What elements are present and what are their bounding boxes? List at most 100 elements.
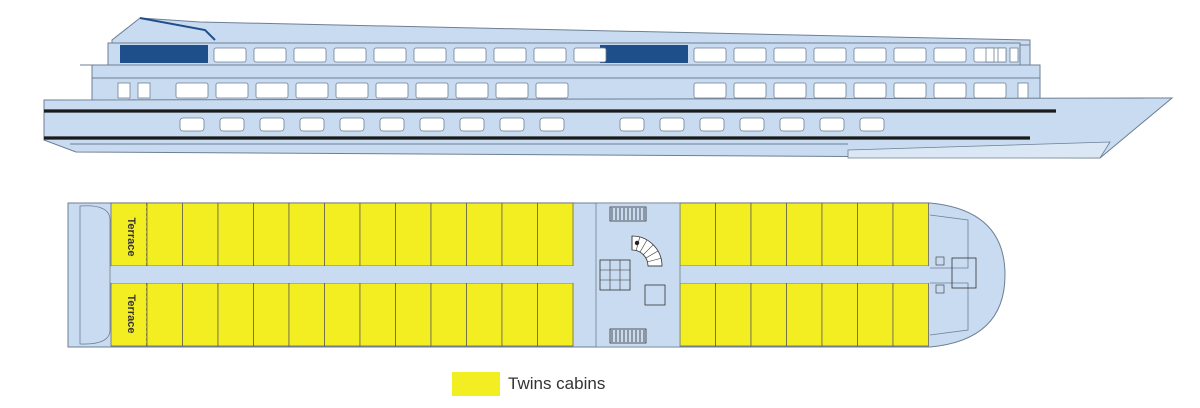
upper-deck-window — [533, 47, 567, 63]
twin-cabin — [857, 282, 894, 347]
middle-deck-window-small — [117, 82, 131, 99]
terrace-upper — [110, 202, 148, 267]
upper-deck-window — [733, 47, 767, 63]
sun-deck-awning — [111, 17, 1031, 46]
middle-deck-window — [375, 82, 409, 99]
twin-cabin — [182, 202, 219, 267]
middle-deck-window — [495, 82, 529, 99]
upper-deck-window — [853, 47, 887, 63]
upper-deck-window — [573, 47, 607, 63]
middle-deck-window — [535, 82, 569, 99]
spiral-marker — [634, 240, 640, 246]
aft-corridor — [111, 266, 576, 283]
hull-porthole — [259, 117, 285, 132]
lobby-box — [644, 284, 666, 306]
twin-cabin — [857, 202, 894, 267]
spiral-step — [647, 257, 662, 263]
hull-porthole — [619, 117, 645, 132]
twin-cabin — [466, 202, 503, 267]
twin-cabin — [253, 202, 290, 267]
terrace-label-lower: Terrace — [125, 295, 137, 334]
upper-deck-window — [373, 47, 407, 63]
hull-porthole — [379, 117, 405, 132]
deck-plan — [67, 202, 1006, 348]
forward-corridor — [680, 266, 930, 283]
twin-cabin — [501, 282, 538, 347]
middle-deck-window — [933, 82, 967, 99]
hull-porthole — [299, 117, 325, 132]
spiral-step — [645, 250, 659, 259]
lobby-area — [595, 202, 681, 348]
upper-deck-window — [493, 47, 527, 63]
stair-frame-lower — [609, 328, 647, 344]
hull-porthole — [219, 117, 245, 132]
hull-porthole — [179, 117, 205, 132]
twin-cabin — [715, 282, 752, 347]
twin-cabin — [253, 282, 290, 347]
middle-deck-window-small — [137, 82, 151, 99]
middle-deck-window — [455, 82, 489, 99]
twin-cabin — [395, 282, 432, 347]
hull-porthole — [659, 117, 685, 132]
bow-fixture — [935, 284, 945, 294]
twin-cabin — [501, 202, 538, 267]
upper-deck-window — [453, 47, 487, 63]
upper-deck-window-small — [997, 47, 1007, 63]
bow-structure-lower — [929, 282, 969, 336]
twin-cabin — [892, 202, 929, 267]
terrace-label-upper: Terrace — [125, 218, 137, 257]
middle-deck-window — [813, 82, 847, 99]
middle-deck-window-small — [1017, 82, 1029, 99]
middle-deck-window — [295, 82, 329, 99]
elevator — [599, 259, 631, 291]
legend: Twins cabins — [452, 372, 605, 396]
middle-deck-window — [175, 82, 209, 99]
upper-deck-window — [773, 47, 807, 63]
legend-swatch-twins-cabins — [452, 372, 500, 396]
middle-deck-window — [973, 82, 1007, 99]
twin-cabin — [466, 282, 503, 347]
hull-porthole — [419, 117, 445, 132]
twin-cabin — [182, 282, 219, 347]
twin-cabin — [430, 202, 467, 267]
upper-deck-window — [333, 47, 367, 63]
stair-frame-upper — [609, 206, 647, 222]
hull-porthole — [819, 117, 845, 132]
bow-equipment — [951, 257, 977, 289]
middle-deck-window — [853, 82, 887, 99]
bow-lower-plate — [847, 141, 1111, 159]
middle-deck-window — [255, 82, 289, 99]
twin-cabin — [430, 282, 467, 347]
twin-cabin — [324, 282, 361, 347]
hull-porthole — [699, 117, 725, 132]
twin-cabin — [288, 282, 325, 347]
aft-stern-outline — [79, 205, 111, 345]
twin-cabin — [217, 282, 254, 347]
twin-cabin — [537, 282, 574, 347]
upper-deck-dark-glazing-mid — [600, 45, 688, 63]
upper-deck-window — [693, 47, 727, 63]
upper-deck-window — [413, 47, 447, 63]
middle-deck-window — [693, 82, 727, 99]
twin-cabin — [821, 202, 858, 267]
middle-deck-window — [893, 82, 927, 99]
hull-porthole — [459, 117, 485, 132]
twin-cabin — [750, 282, 787, 347]
hull-porthole — [339, 117, 365, 132]
twin-cabin — [892, 282, 929, 347]
legend-label-twins-cabins: Twins cabins — [508, 374, 606, 393]
hull-porthole — [779, 117, 805, 132]
upper-deck-window — [253, 47, 287, 63]
middle-deck-window — [733, 82, 767, 99]
twin-cabin — [715, 202, 752, 267]
spiral-step — [639, 239, 648, 253]
upper-deck-window — [293, 47, 327, 63]
middle-deck-window — [415, 82, 449, 99]
twin-cabin — [537, 202, 574, 267]
twin-cabin — [821, 282, 858, 347]
hull-porthole — [739, 117, 765, 132]
twin-cabin — [679, 202, 716, 267]
middle-deck-window — [773, 82, 807, 99]
twin-cabin — [359, 202, 396, 267]
